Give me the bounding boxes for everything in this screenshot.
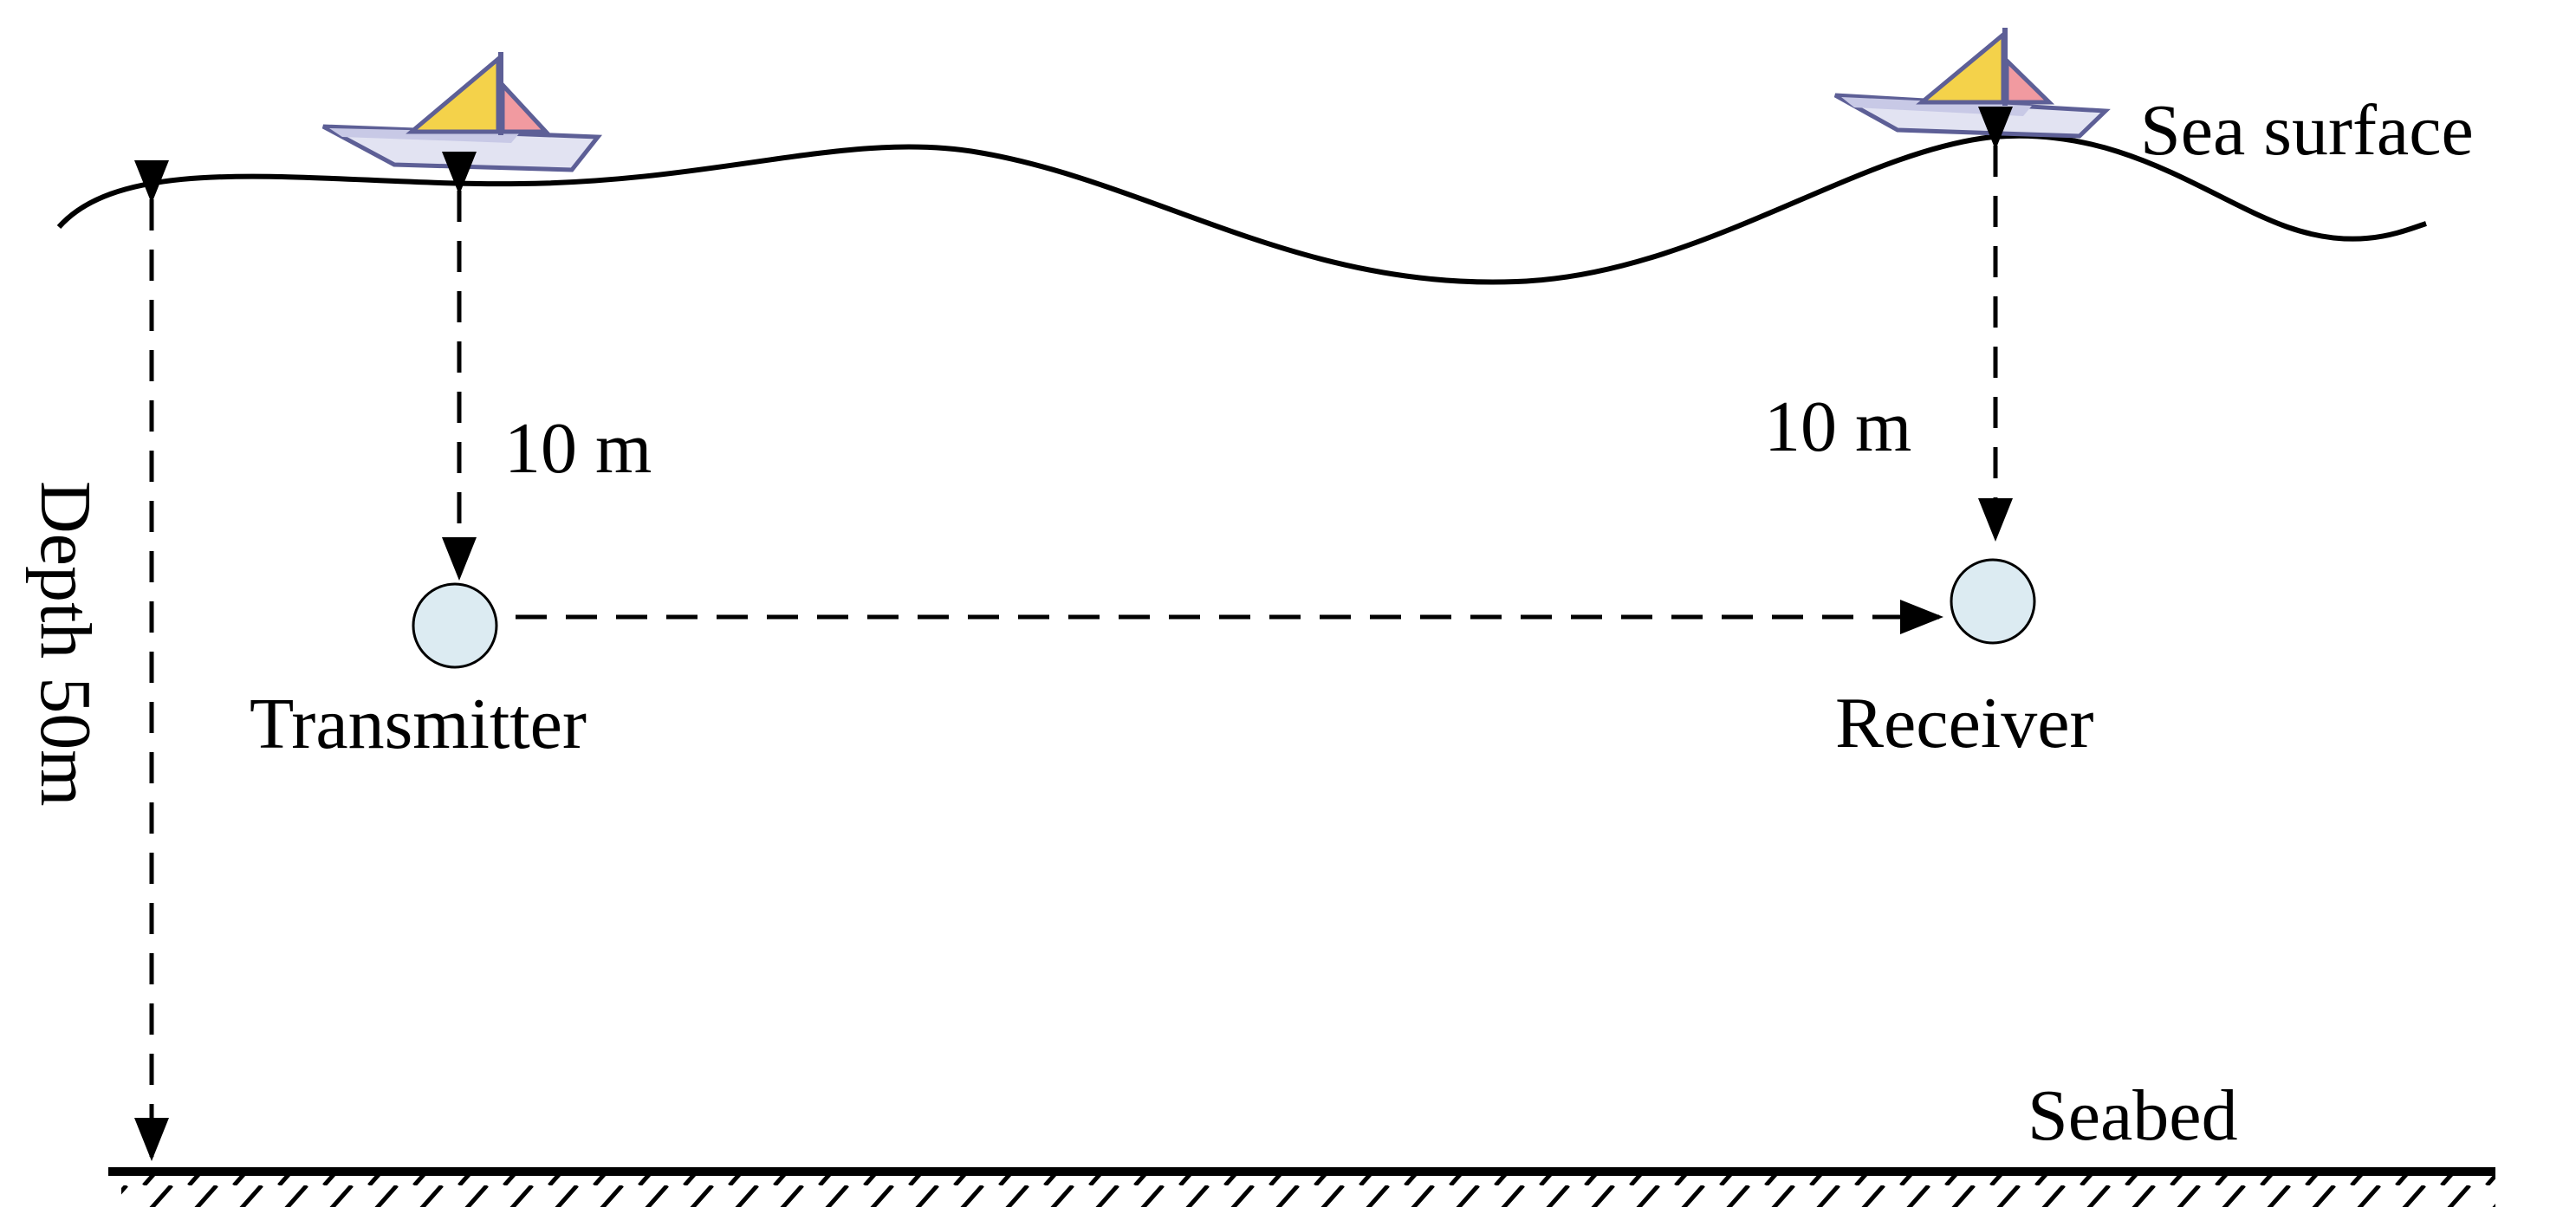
receiver-depth-label: 10 m: [1764, 386, 1911, 467]
seabed-hatching: [121, 1176, 2495, 1207]
sea-surface-line: [56, 133, 2427, 285]
sailboat-icon: [1833, 28, 2111, 139]
sail-yellow: [1916, 29, 2006, 105]
receiver-node: [1950, 558, 2036, 645]
receiver-label: Receiver: [1835, 683, 2093, 763]
sail-yellow: [406, 54, 501, 134]
sail-pink: [2004, 55, 2055, 105]
depth-label: Depth 50m: [25, 481, 106, 807]
sail-pink: [500, 79, 551, 134]
sea-surface-label: Sea surface: [2140, 90, 2474, 171]
sailboat-icon: [321, 52, 603, 172]
seabed-label: Seabed: [2028, 1075, 2238, 1156]
transmitter-depth-label: 10 m: [504, 408, 652, 489]
transmitter-label: Transmitter: [250, 684, 587, 764]
transmitter-node: [412, 582, 498, 669]
